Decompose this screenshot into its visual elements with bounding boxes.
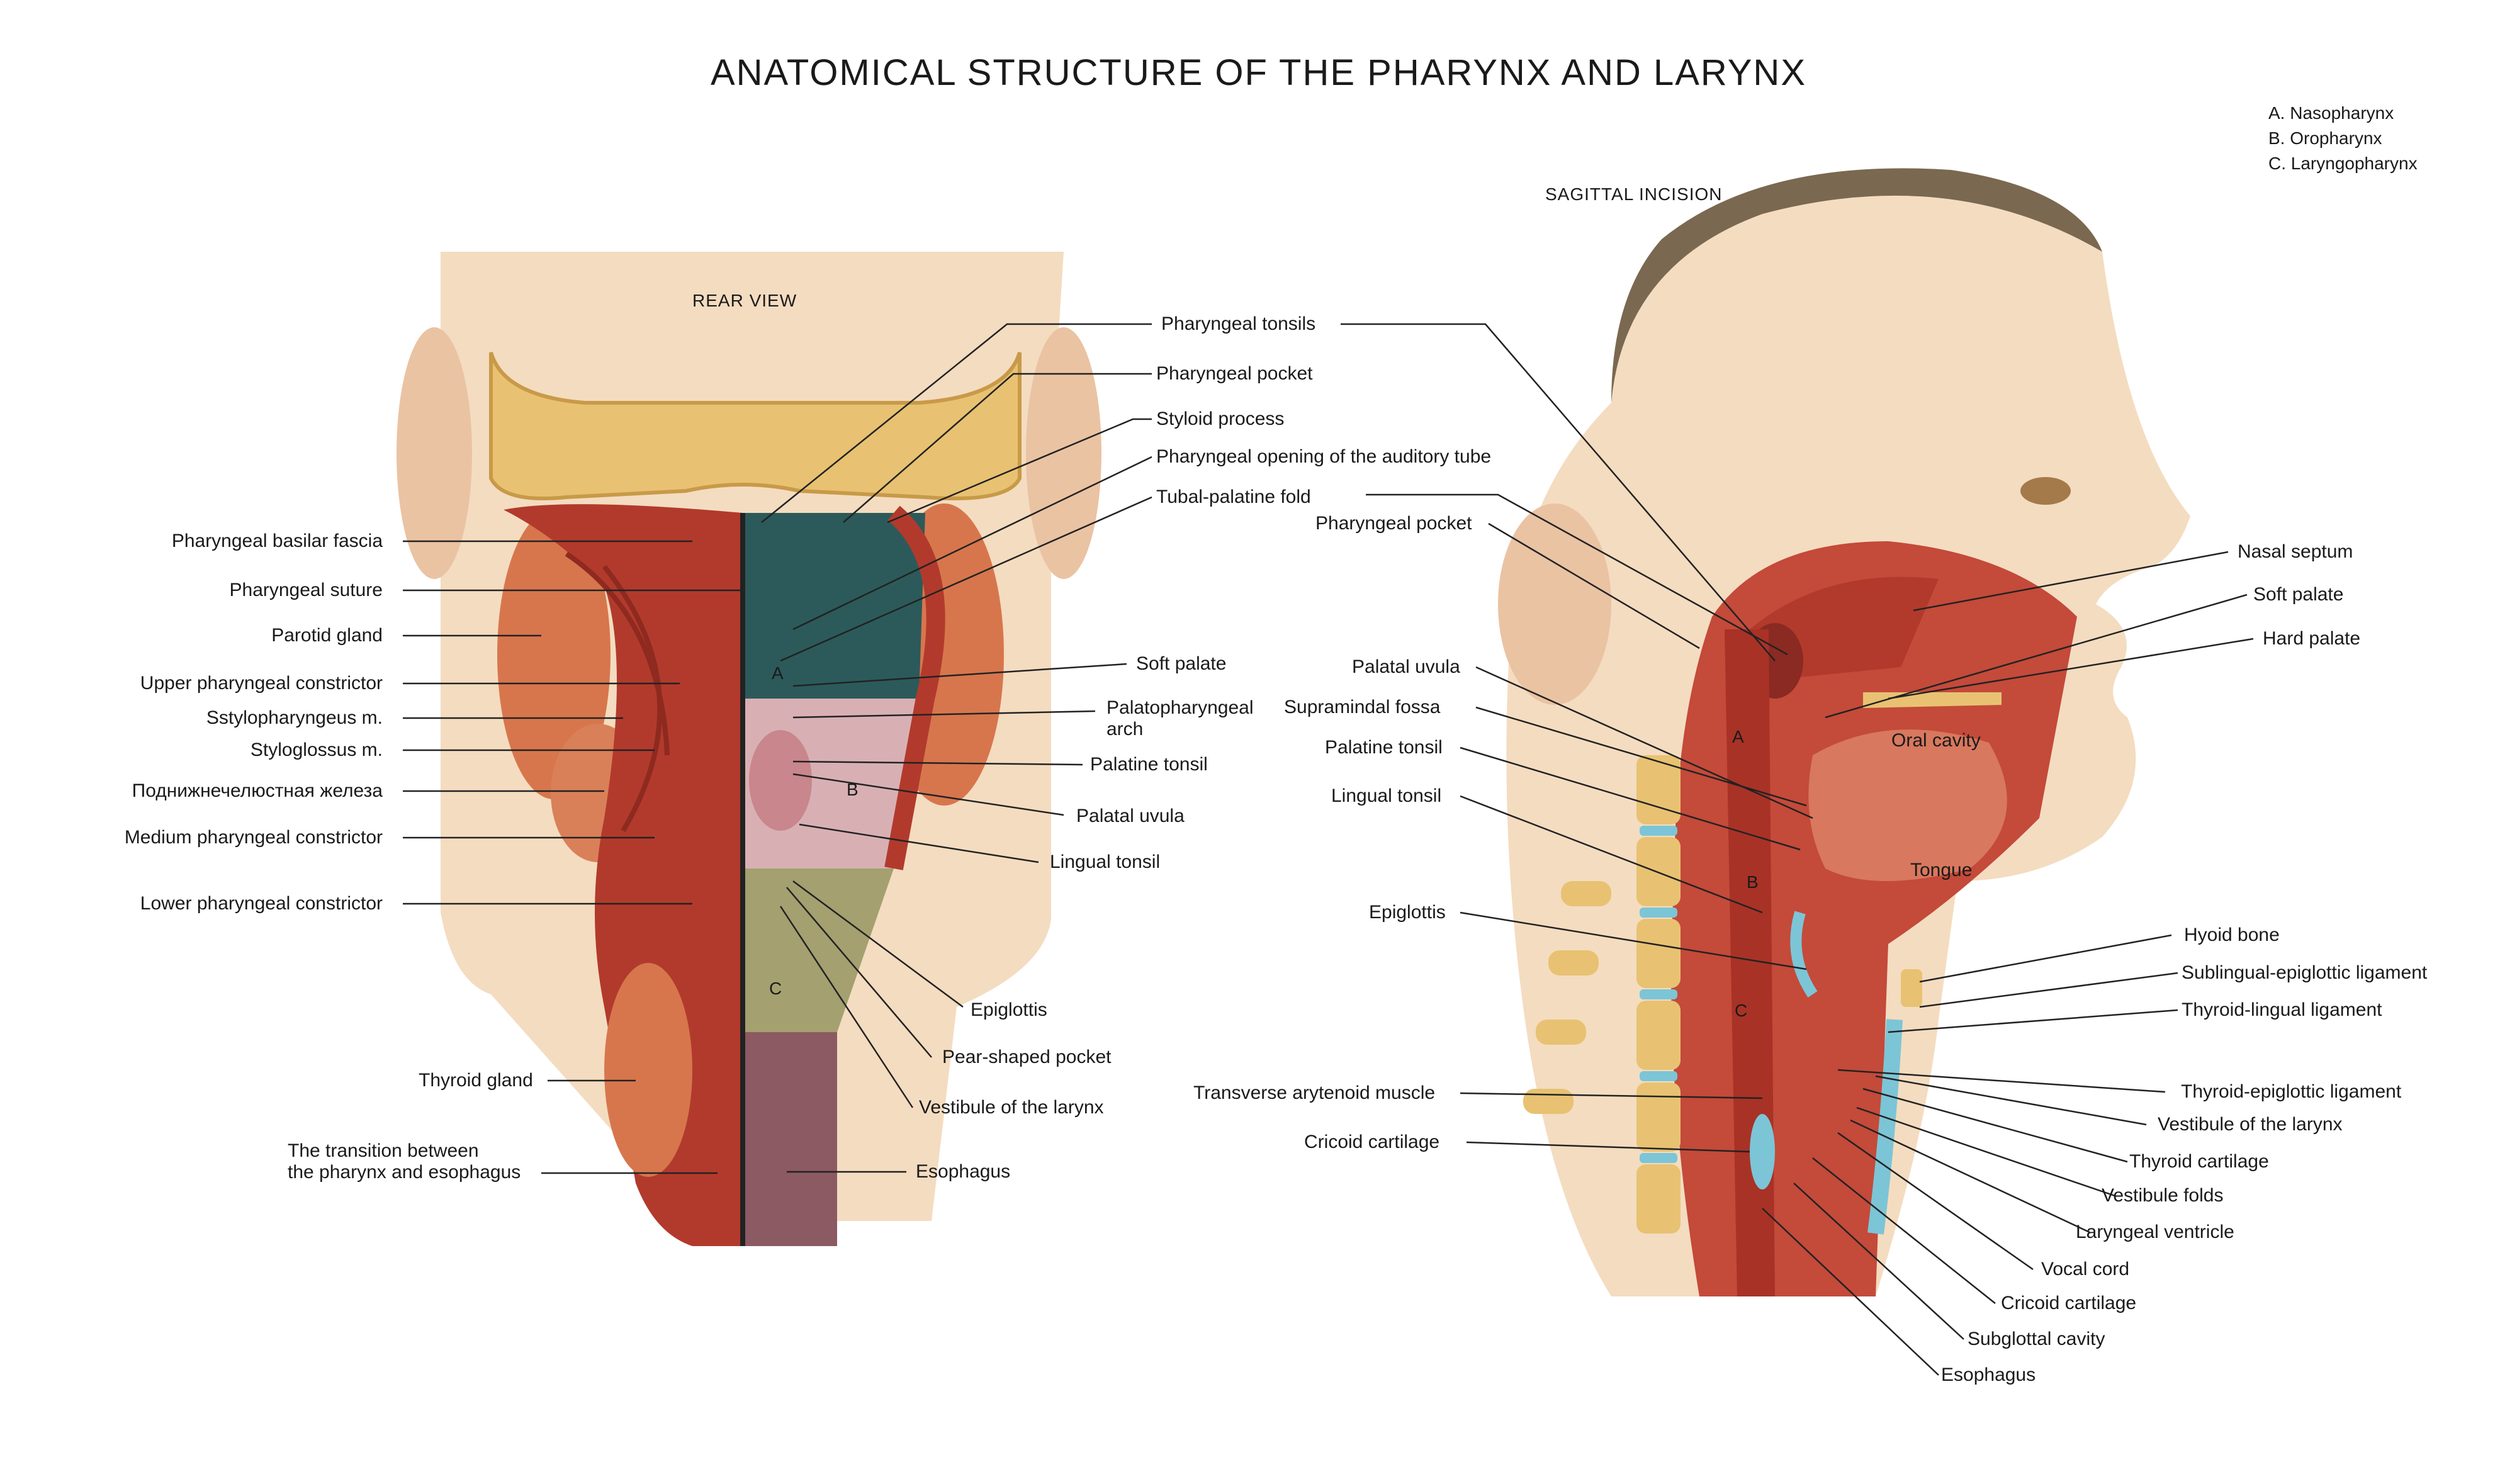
region-legend: A. Nasopharynx B. Oropharynx C. Laryngop… [2268, 101, 2418, 176]
thyroid-cartilage [1867, 1019, 1903, 1235]
label-tongue: Tongue [1910, 860, 1973, 880]
label-pear-shaped-pocket: Pear-shaped pocket [942, 1047, 1112, 1067]
label-nasal-septum: Nasal septum [2238, 541, 2353, 562]
label-thyroid-lingual-ligament: Thyroid-lingual ligament [2182, 999, 2382, 1020]
legend-item: A. Nasopharynx [2268, 103, 2394, 123]
region-letter-c-rear: C [769, 979, 782, 998]
label-esophagus-rear: Esophagus [916, 1161, 1011, 1182]
cricoid [1750, 1114, 1775, 1189]
label-pharyngeal-pocket-rear: Pharyngeal pocket [1156, 363, 1313, 384]
esophagus-rear [743, 1032, 837, 1246]
skull-base [489, 352, 1022, 500]
legend-item: B. Oropharynx [2268, 128, 2382, 148]
label-pharynx-esophagus-transition: The transition between the pharynx and e… [288, 1140, 521, 1183]
cervical-spine [1523, 755, 1681, 1234]
label-hyoid-bone: Hyoid bone [2184, 925, 2280, 945]
region-letter-b-sagittal: B [1747, 872, 1759, 892]
ear [1498, 503, 1611, 705]
label-vestibule-larynx-sagittal: Vestibule of the larynx [2158, 1114, 2343, 1135]
label-styloid-process: Styloid process [1156, 408, 1285, 429]
label-thyroid-cartilage: Thyroid cartilage [2129, 1151, 2269, 1172]
label-stylopharyngeus: Sstylopharyngeus m. [206, 707, 383, 728]
label-vocal-cord: Vocal cord [2041, 1259, 2130, 1279]
label-auditory-tube-opening: Pharyngeal opening of the auditory tube [1156, 446, 1492, 467]
label-pharyngeal-suture: Pharyngeal suture [229, 580, 383, 600]
legend-item: C. Laryngopharynx [2268, 154, 2418, 173]
left-ear [397, 327, 472, 579]
label-tubal-palatine-fold: Tubal-palatine fold [1156, 486, 1311, 507]
label-palatine-tonsil-sagittal: Palatine tonsil [1325, 737, 1443, 758]
label-cricoid-cartilage-right: Cricoid cartilage [2001, 1293, 2137, 1313]
region-letter-a-sagittal: A [1732, 727, 1744, 746]
nasopharynx-mucosa [743, 513, 925, 699]
label-transverse-arytenoid: Transverse arytenoid muscle [1193, 1082, 1436, 1103]
label-supramindal-fossa: Supramindal fossa [1284, 697, 1441, 717]
hyoid-bone [1901, 969, 1922, 1007]
label-parotid-gland: Parotid gland [271, 625, 383, 646]
label-lower-pharyngeal-constrictor: Lower pharyngeal constrictor [140, 893, 383, 914]
leader-lines [403, 323, 2254, 1376]
label-upper-pharyngeal-constrictor: Upper pharyngeal constrictor [140, 673, 383, 694]
label-vestibule-larynx-rear: Vestibule of the larynx [919, 1097, 1104, 1118]
region-letter-a-rear: A [772, 663, 784, 683]
tongue [1808, 729, 2007, 881]
label-thyroid-gland: Thyroid gland [419, 1070, 533, 1091]
label-palatopharyngeal-arch: Palatopharyngeal arch [1106, 697, 1254, 739]
sagittal-illustration [1498, 168, 2190, 1297]
diagram-title: ANATOMICAL STRUCTURE OF THE PHARYNX AND … [710, 52, 1807, 93]
label-soft-palate-rear: Soft palate [1136, 653, 1227, 674]
label-hard-palate: Hard palate [2263, 628, 2361, 649]
label-cricoid-cartilage-left: Cricoid cartilage [1304, 1132, 1440, 1152]
label-pharyngeal-basilar-fascia: Pharyngeal basilar fascia [171, 531, 383, 551]
label-submandibular-gland: Поднижнечелюстная железа [132, 780, 383, 801]
label-epiglottis-rear: Epiglottis [971, 999, 1047, 1020]
palatine-tonsil [749, 730, 812, 831]
label-medium-pharyngeal-constrictor: Medium pharyngeal constrictor [124, 827, 383, 848]
eye [2020, 477, 2071, 505]
label-lingual-tonsil-sagittal: Lingual tonsil [1331, 785, 1442, 806]
label-oral-cavity: Oral cavity [1891, 730, 1981, 751]
label-pharyngeal-pocket-sagittal: Pharyngeal pocket [1315, 513, 1472, 534]
label-thyroid-epiglottic-ligament: Thyroid-epiglottic ligament [2181, 1081, 2402, 1102]
rear-view-heading: REAR VIEW [692, 291, 797, 310]
label-vestibule-folds: Vestibule folds [2102, 1185, 2224, 1206]
sagittal-heading: SAGITTAL INCISION [1545, 184, 1723, 204]
thyroid-gland [604, 963, 692, 1177]
label-lingual-tonsil-rear: Lingual tonsil [1050, 852, 1161, 872]
label-palatal-uvula-sagittal: Palatal uvula [1352, 656, 1460, 677]
label-epiglottis-sagittal: Epiglottis [1369, 902, 1446, 923]
label-styloglossus: Styloglossus m. [250, 739, 383, 760]
region-letter-c-sagittal: C [1735, 1001, 1748, 1020]
label-subglottal-cavity: Subglottal cavity [1968, 1329, 2105, 1349]
label-soft-palate-sagittal: Soft palate [2253, 584, 2344, 605]
left-parotid [497, 510, 611, 799]
intervertebral-discs [1640, 826, 1677, 1163]
epiglottis [1790, 911, 1818, 998]
region-letter-b-rear: B [847, 780, 859, 799]
right-ear [1026, 327, 1101, 579]
label-palatal-uvula-rear: Palatal uvula [1076, 806, 1185, 826]
rear-view-illustration [397, 252, 1101, 1246]
label-laryngeal-ventricle: Laryngeal ventricle [2076, 1222, 2234, 1242]
label-sublingual-epiglottic-ligament: Sublingual-epiglottic ligament [2182, 962, 2428, 983]
label-palatine-tonsil-rear: Palatine tonsil [1090, 754, 1208, 775]
label-esophagus-sagittal: Esophagus [1941, 1364, 2036, 1385]
label-pharyngeal-tonsils: Pharyngeal tonsils [1161, 313, 1316, 334]
